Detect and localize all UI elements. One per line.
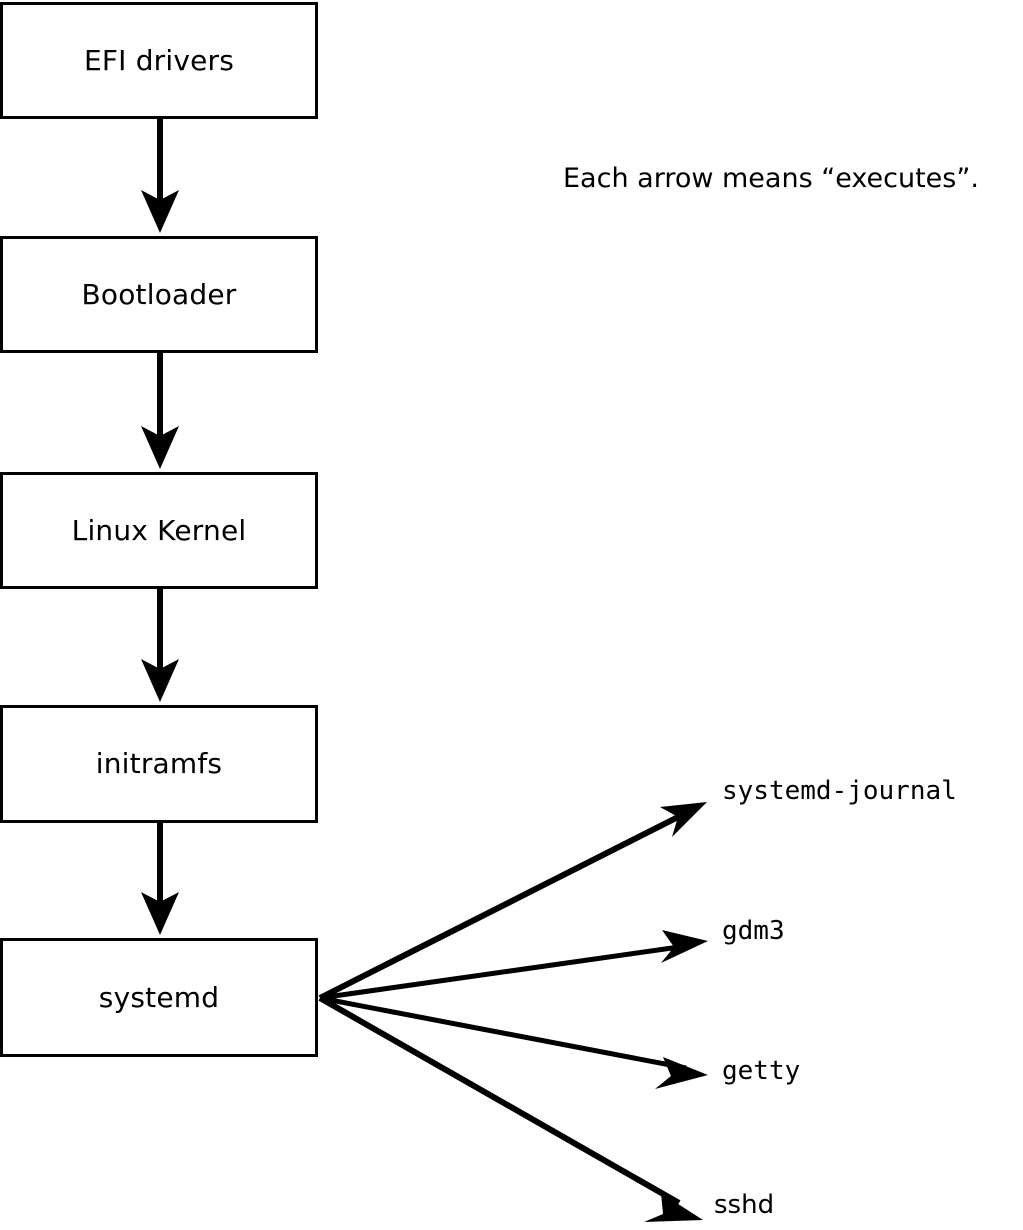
box-label-bootloader: Bootloader	[81, 277, 237, 311]
process-box-systemd[interactable]: systemd	[0, 938, 318, 1057]
leaf-label-sshd[interactable]: sshd	[714, 1190, 775, 1220]
chain-arrow-bootloader-to-kernel	[141, 353, 179, 469]
chain-arrow-kernel-to-initramfs	[141, 589, 179, 702]
box-label-efi-drivers: EFI drivers	[83, 43, 235, 77]
chain-arrow-initramfs-to-systemd	[141, 823, 179, 935]
fanout-arrow-systemd-journal	[318, 802, 707, 1001]
box-label-linux-kernel: Linux Kernel	[71, 513, 247, 547]
box-label-initramfs: initramfs	[95, 747, 223, 780]
fanout-arrow-getty	[319, 995, 708, 1089]
process-box-efi-drivers[interactable]: EFI drivers	[0, 2, 318, 119]
annotation-note: Each arrow means “executes”.	[563, 163, 979, 194]
leaf-label-getty[interactable]: getty	[722, 1056, 801, 1086]
fanout-arrow-gdm3	[319, 930, 708, 1001]
fanout-arrow-sshd	[318, 995, 703, 1222]
leaf-label-systemd-journal[interactable]: systemd-journal	[722, 776, 957, 806]
chain-arrow-efi-to-bootloader	[141, 119, 179, 233]
box-label-systemd: systemd	[98, 980, 220, 1014]
process-box-initramfs[interactable]: initramfs	[0, 705, 318, 823]
leaf-label-gdm3[interactable]: gdm3	[722, 916, 785, 946]
process-box-linux-kernel[interactable]: Linux Kernel	[0, 472, 318, 589]
process-box-bootloader[interactable]: Bootloader	[0, 236, 318, 353]
